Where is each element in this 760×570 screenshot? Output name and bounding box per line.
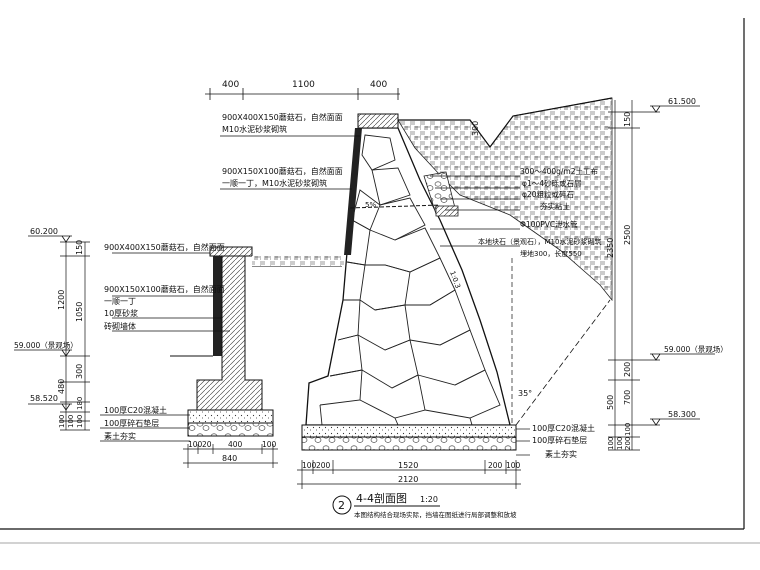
elev-61500: 61.500 [668, 97, 696, 106]
label-geotextile: 300～400g/m2土工布 [520, 166, 598, 176]
left-dimension-chain [60, 241, 90, 431]
left-c20-base [187, 409, 274, 424]
label-left-soil: 素土夯实 [104, 431, 136, 441]
label-local-stone: 本地块石（景观石），M10水泥砂浆砌筑 [478, 237, 601, 246]
angle-line [515, 299, 611, 426]
drain-clay [435, 205, 459, 217]
label-cap-main-2: M10水泥砂浆砌筑 [222, 124, 287, 134]
bottom-dim-right-2: 200 [316, 461, 331, 470]
mid-ground-pattern [252, 256, 344, 266]
bottom-dim-right-1: 100 [302, 461, 317, 470]
main-c20-base [301, 424, 517, 438]
ground-profile [398, 97, 613, 149]
right-elevation-marks [650, 105, 715, 426]
bottom-total-right: 2120 [398, 475, 418, 484]
left-dim-100c: 100 [76, 415, 84, 428]
bottom-dim-left-4: 100 [262, 440, 277, 449]
drawing-number-circle [332, 495, 352, 515]
leaders [100, 135, 530, 456]
label-right-c20: 100厚C20混凝土 [532, 423, 595, 433]
label-stone-embed: 埋地300，长度550 [520, 249, 582, 258]
left-dim-180: 180 [76, 397, 84, 410]
right-dim-2500: 2500 [623, 225, 632, 245]
left-dim-480: 480 [57, 379, 66, 394]
label-cap-main-1: 900X400X150蘑菇石，自然面面 [222, 112, 343, 122]
label-left-face-2: 一顺一丁 [104, 297, 136, 306]
bottom-dim-left-2: 20 [202, 440, 212, 449]
bottom-dims-right [297, 460, 521, 489]
drawing-number: 2 [338, 499, 345, 512]
right-dim-700: 700 [623, 390, 632, 405]
top-dim-2: 1100 [292, 80, 315, 90]
dim-300: 300 [471, 121, 480, 136]
label-left-gravel: 100厚碎石垫层 [104, 418, 159, 428]
right-dimension-chain [608, 100, 660, 451]
pvc-drain-pipe [349, 204, 441, 209]
drawing-title: 4-4剖面图 [356, 491, 407, 505]
main-facing-stone [344, 128, 362, 255]
label-right-gravel: 100厚碎石垫层 [532, 435, 587, 445]
right-dim-100c: 100 [616, 437, 624, 450]
label-angle: 35° [518, 389, 532, 398]
top-dim-1: 400 [222, 80, 239, 90]
bottom-dim-left-3: 400 [228, 440, 243, 449]
left-dim-1200: 1200 [57, 290, 66, 310]
elev-59000-left: 59.000（景观场） [14, 341, 78, 350]
right-dim-500: 500 [606, 395, 615, 410]
elev-58300: 58.300 [668, 410, 696, 419]
label-left-face-1: 900X150X100蘑菇石，自然面面 [104, 284, 225, 294]
left-brick-wall [196, 255, 263, 411]
right-dim-200b: 200 [624, 437, 632, 450]
bottom-dims-left [183, 444, 278, 468]
label-left-mortar: 10厚砂浆 [104, 308, 138, 318]
bottom-total-left: 840 [222, 454, 237, 463]
elev-59000-right: 59.000（景观场） [664, 345, 728, 354]
label-left-brick: 砖砌墙体 [104, 321, 136, 331]
left-facing-stone [213, 256, 222, 356]
label-slope-5: 5% [365, 201, 376, 209]
left-dim-100a: 100 [58, 415, 66, 428]
right-dim-100b: 100 [607, 437, 615, 450]
bottom-dim-right-4: 200 [488, 461, 503, 470]
bottom-dim-left-1: 100 [188, 440, 203, 449]
right-dim-2350: 2350 [606, 238, 615, 258]
main-cap-stone [357, 113, 399, 129]
label-left-cap: 900X400X150蘑菇石，自然面面 [104, 242, 225, 252]
left-elevation-marks [14, 235, 72, 411]
drawing-scale: 1:20 [420, 495, 438, 504]
top-dimension [205, 88, 400, 100]
elev-60200: 60.200 [30, 227, 58, 236]
left-dim-150: 150 [75, 240, 84, 255]
label-face-main-2: 一顺一丁，M10水泥砂浆砌筑 [222, 178, 327, 188]
label-pvc-pipe: Φ100PVC泄水管 [520, 219, 578, 229]
top-dim-3: 400 [370, 80, 387, 90]
label-right-soil: 素土夯实 [545, 449, 577, 459]
elev-58520: 58.520 [30, 394, 58, 403]
bottom-dim-right-3: 1520 [398, 461, 418, 470]
bottom-dim-right-5: 100 [506, 461, 521, 470]
label-gravel: φ20粗粒或碎石 [522, 189, 574, 199]
label-clay: 夯实粘土 [540, 201, 570, 211]
left-dim-100b: 100 [67, 415, 75, 428]
right-dim-200: 200 [623, 362, 632, 377]
right-dim-100: 100 [624, 423, 632, 436]
label-sand: φ1～4砂砾或石屑 [522, 178, 582, 188]
label-left-c20: 100厚C20混凝土 [104, 405, 167, 415]
left-gravel-base [187, 422, 274, 437]
right-dim-150: 150 [623, 112, 632, 127]
drawing-note: 本图结构结合现场实际，挡墙在图纸进行局部调整和放坡 [354, 510, 517, 519]
main-gravel-base [301, 436, 517, 451]
label-face-main-1: 900X150X100蘑菇石，自然面面 [222, 166, 343, 176]
left-dim-300: 300 [75, 364, 84, 379]
left-dim-1050: 1050 [75, 302, 84, 322]
